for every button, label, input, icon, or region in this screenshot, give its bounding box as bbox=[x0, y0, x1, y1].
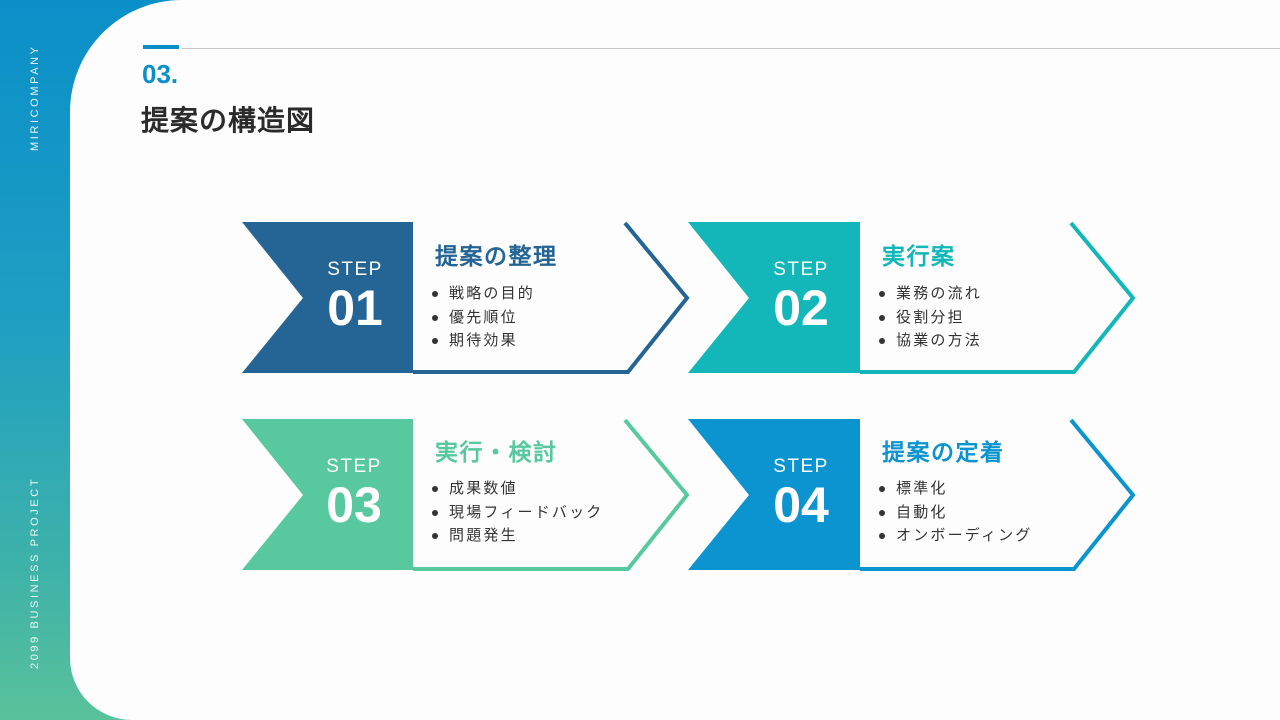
step-number: 02 bbox=[773, 280, 829, 336]
step-arrow-shape-icon bbox=[242, 222, 690, 374]
step-title: 提案の整理 bbox=[435, 244, 558, 270]
step-label: STEP bbox=[773, 259, 829, 280]
list-item: オンボーディング bbox=[878, 524, 1033, 548]
step-badge: STEP 01 bbox=[300, 259, 410, 336]
step-badge: STEP 04 bbox=[746, 456, 856, 533]
step-arrow-shape-icon bbox=[688, 419, 1136, 571]
step-title: 実行案 bbox=[882, 244, 956, 270]
brand-label: MIRICOMPANY bbox=[29, 44, 41, 151]
step-item-list: 標準化 自動化 オンボーディング bbox=[878, 477, 1033, 548]
step-item-list: 業務の流れ 役割分担 協業の方法 bbox=[878, 282, 982, 353]
list-item: 現場フィードバック bbox=[431, 501, 604, 525]
list-item: 成果数値 bbox=[431, 477, 604, 501]
list-item: 業務の流れ bbox=[878, 282, 982, 306]
project-label: 2099 BUSINESS PROJECT bbox=[29, 476, 41, 669]
step-card-2: STEP 02 実行案 業務の流れ 役割分担 協業の方法 bbox=[688, 222, 1138, 377]
step-number: 04 bbox=[773, 477, 829, 533]
step-arrow-shape-icon bbox=[688, 222, 1136, 374]
step-item-list: 戦略の目的 優先順位 期待効果 bbox=[431, 282, 535, 353]
step-card-3: STEP 03 実行・検討 成果数値 現場フィードバック 問題発生 bbox=[242, 419, 692, 574]
step-label: STEP bbox=[327, 259, 383, 280]
list-item: 自動化 bbox=[878, 501, 1033, 525]
header-divider bbox=[182, 47, 1280, 49]
step-badge: STEP 02 bbox=[746, 259, 856, 336]
step-number: 01 bbox=[327, 280, 383, 336]
list-item: 期待効果 bbox=[431, 329, 535, 353]
step-badge: STEP 03 bbox=[299, 456, 409, 533]
step-number: 03 bbox=[326, 477, 382, 533]
section-number: 03. bbox=[142, 59, 179, 89]
list-item: 協業の方法 bbox=[878, 329, 982, 353]
step-item-list: 成果数値 現場フィードバック 問題発生 bbox=[431, 477, 604, 548]
list-item: 優先順位 bbox=[431, 306, 535, 330]
list-item: 標準化 bbox=[878, 477, 1033, 501]
step-title: 提案の定着 bbox=[882, 440, 1005, 466]
step-title: 実行・検討 bbox=[435, 440, 558, 466]
step-card-1: STEP 01 提案の整理 戦略の目的 優先順位 期待効果 bbox=[242, 222, 692, 377]
step-arrow-shape-icon bbox=[242, 419, 690, 571]
page-title: 提案の構造図 bbox=[141, 104, 316, 137]
step-card-4: STEP 04 提案の定着 標準化 自動化 オンボーディング bbox=[688, 419, 1138, 574]
step-label: STEP bbox=[773, 456, 829, 477]
list-item: 戦略の目的 bbox=[431, 282, 535, 306]
list-item: 役割分担 bbox=[878, 306, 982, 330]
step-label: STEP bbox=[326, 456, 382, 477]
list-item: 問題発生 bbox=[431, 524, 604, 548]
header-accent-bar bbox=[143, 45, 179, 49]
